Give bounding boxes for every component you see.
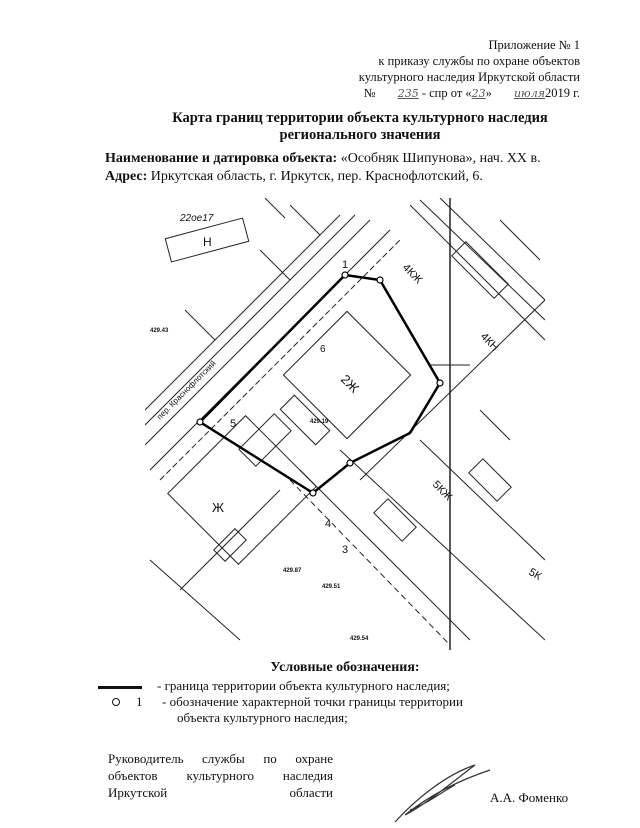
boundary-point-marker: [309, 489, 317, 497]
signatory-position: Руководитель службы по охране объектов к…: [108, 751, 333, 800]
object-name: Наименование и датировка объекта: «Особн…: [105, 151, 541, 167]
heritage-boundary-line: [198, 273, 442, 495]
boundary-point-marker: [376, 276, 384, 284]
order-number: 235: [397, 87, 419, 100]
label-point-4: 4: [325, 518, 331, 530]
elevation-label: 429.19: [310, 419, 329, 425]
label-building-5k: 5К: [527, 566, 544, 583]
order-mid: - спр от «: [421, 86, 472, 100]
handwritten-signature: [394, 764, 491, 823]
boundary-point-marker: [341, 271, 349, 279]
label-point-6: 6: [320, 344, 326, 355]
order-year: 2019 г.: [545, 86, 580, 100]
legend-item-boundary: - граница территории объекта культурного…: [157, 678, 450, 693]
label-building-4kzh: 4КЖ: [400, 262, 425, 287]
boundary-point-marker: [346, 459, 354, 467]
signatory-name: А.А. Фоменко: [490, 790, 569, 805]
legend-line-symbol: [98, 686, 142, 689]
elevation-label: 429.54: [350, 636, 369, 642]
object-address-label: Адрес:: [105, 169, 148, 184]
order-day: 23: [471, 87, 486, 100]
elevation-label: 429.51: [322, 584, 341, 590]
document-subtitle: регионального значения: [279, 127, 441, 143]
legend-point-number: 1: [136, 694, 143, 709]
order-authority: культурного наследия Иркутской области: [358, 70, 580, 84]
order-number-line: № 235 - спр от «23» июля2019 г.: [364, 85, 580, 102]
label-point-1: 1: [342, 259, 348, 271]
document-title: Карта границ территории объекта культурн…: [172, 110, 548, 126]
order-month: июля: [513, 87, 546, 100]
object-address: Адрес: Иркутская область, г. Иркутск, пе…: [105, 169, 483, 185]
appendix-number: Приложение № 1: [488, 38, 580, 52]
label-point-3: 3: [342, 544, 348, 556]
order-prefix: №: [363, 86, 376, 100]
elevation-label: 429.43: [150, 328, 169, 334]
legend-item-point: - обозначение характерной точки границы …: [162, 694, 463, 709]
legend-title: Условные обозначения:: [270, 660, 420, 675]
label-building-4kn: 4КН: [478, 331, 501, 354]
label-building-2zh: 2Ж: [338, 372, 362, 396]
object-address-value: Иркутская область, г. Иркутск, пер. Крас…: [150, 169, 483, 184]
legend-point-symbol-icon: [112, 698, 120, 706]
object-name-value: «Особняк Шипунова», нач. XX в.: [340, 151, 541, 166]
boundary-map: Н 2Ж Ж 4КЖ 4КН 5КЖ 5К пер. Краснофлотски…: [145, 198, 545, 650]
order-quote: »: [485, 86, 492, 100]
label-building-zh: Ж: [212, 500, 224, 515]
boundary-point-marker: [436, 379, 444, 387]
boundary-point-marker: [196, 418, 204, 426]
label-point-5: 5: [230, 418, 236, 430]
label-corner-note: 22ое17: [179, 213, 214, 224]
elevation-label: 429.87: [283, 568, 302, 574]
label-building-n: Н: [203, 235, 212, 249]
object-name-label: Наименование и датировка объекта:: [105, 151, 338, 166]
order-reference: к приказу службы по охране объектов: [378, 54, 580, 68]
legend-item-point-cont: объекта культурного наследия;: [177, 710, 348, 725]
